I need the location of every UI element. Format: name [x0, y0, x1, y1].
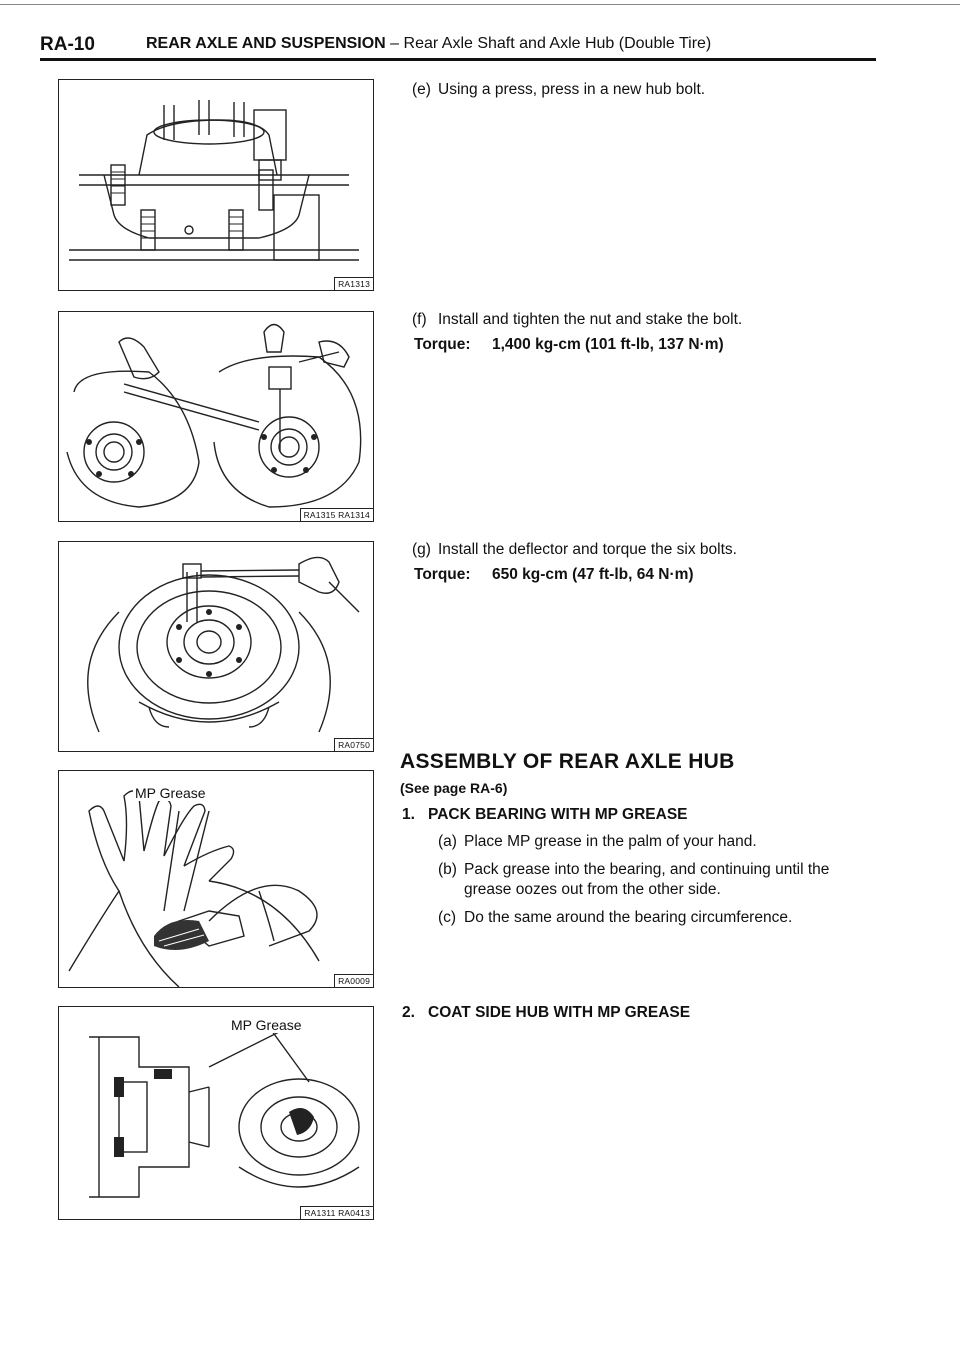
illustration-grease-palm	[68, 790, 320, 987]
figure-code: RA1311 RA0413	[300, 1206, 373, 1219]
torque-label: Torque:	[414, 566, 471, 583]
substep-label: (b)	[438, 861, 457, 878]
substep-text-line1: Pack grease into the bearing, and contin…	[464, 861, 830, 878]
step-e: (e) Using a press, press in a new hub bol…	[412, 80, 705, 100]
figure-coat-side-hub: MP Grease RA1311 RA0413	[58, 1006, 374, 1220]
substep-text: Do the same around the bearing circumfer…	[464, 909, 793, 926]
scan-top-line	[0, 4, 960, 5]
step-label: (f)	[412, 311, 427, 328]
step-text: Install and tighten the nut and stake th…	[438, 311, 743, 328]
section-heading: ASSEMBLY OF REAR AXLE HUB	[400, 750, 735, 773]
item-title: PACK BEARING WITH MP GREASE	[428, 806, 688, 823]
figure-press-hub-bolt: RA1313	[58, 79, 374, 291]
figure-deflector-torque: RA0750	[58, 541, 374, 752]
item-title: COAT SIDE HUB WITH MP GREASE	[428, 1004, 691, 1021]
figure-code: RA0750	[334, 738, 373, 751]
callout-mp-grease: MP Grease	[229, 1017, 304, 1033]
illustration-deflector	[87, 556, 360, 733]
step-label: (e)	[412, 81, 431, 98]
callout-mp-grease: MP Grease	[133, 785, 208, 801]
torque-value: 1,400 kg-cm (101 ft-lb, 137 N·m)	[492, 336, 724, 353]
section-title-rest: – Rear Axle Shaft and Axle Hub (Double T…	[385, 35, 712, 52]
step-g: (g) Install the deflector and torque the …	[412, 540, 737, 560]
step-text: Using a press, press in a new hub bolt.	[438, 81, 706, 98]
substep-text-line2: grease oozes out from the other side.	[464, 881, 721, 898]
torque-spec-g: Torque: 650 kg-cm (47 ft-lb, 64 N·m)	[414, 566, 694, 584]
section-title-bold: REAR AXLE AND SUSPENSION	[146, 35, 386, 52]
header-rule	[40, 58, 876, 61]
substep-label: (c)	[438, 909, 457, 926]
figure-code: RA0009	[334, 974, 373, 987]
figure-code: RA1313	[334, 277, 373, 290]
item-number: 2.	[402, 1004, 415, 1021]
figure-grease-palm: MP Grease RA0009	[58, 770, 374, 988]
step-label: (g)	[412, 541, 431, 558]
substep-b: (b) Pack grease into the bearing, and co…	[438, 860, 878, 900]
item-2-title: 2. COAT SIDE HUB WITH MP GREASE	[402, 1004, 690, 1022]
item-number: 1.	[402, 806, 415, 823]
step-f: (f) Install and tighten the nut and stake…	[412, 310, 742, 330]
torque-label: Torque:	[414, 336, 471, 353]
substep-text: Place MP grease in the palm of your hand…	[464, 833, 757, 850]
figure-stake-bolt: RA1315 RA1314	[58, 311, 374, 522]
step-text: Install the deflector and torque the six…	[438, 541, 737, 558]
substep-label: (a)	[438, 833, 457, 850]
substep-a: (a) Place MP grease in the palm of your …	[438, 832, 878, 852]
page-header: RA-10 REAR AXLE AND SUSPENSION – Rear Ax…	[40, 34, 940, 58]
illustration-hub-press	[69, 100, 359, 261]
see-page-reference: (See page RA-6)	[400, 780, 508, 796]
figure-code: RA1315 RA1314	[299, 508, 373, 521]
torque-spec-f: Torque: 1,400 kg-cm (101 ft-lb, 137 N·m)	[414, 336, 724, 354]
substep-c: (c) Do the same around the bearing circu…	[438, 908, 878, 928]
torque-value: 650 kg-cm (47 ft-lb, 64 N·m)	[492, 566, 694, 583]
item-1-title: 1. PACK BEARING WITH MP GREASE	[402, 806, 688, 824]
page-id: RA-10	[40, 34, 95, 55]
illustration-stake-bolt	[66, 323, 362, 508]
section-title: REAR AXLE AND SUSPENSION – Rear Axle Sha…	[146, 35, 711, 53]
illustration-hub-section	[89, 1026, 360, 1198]
